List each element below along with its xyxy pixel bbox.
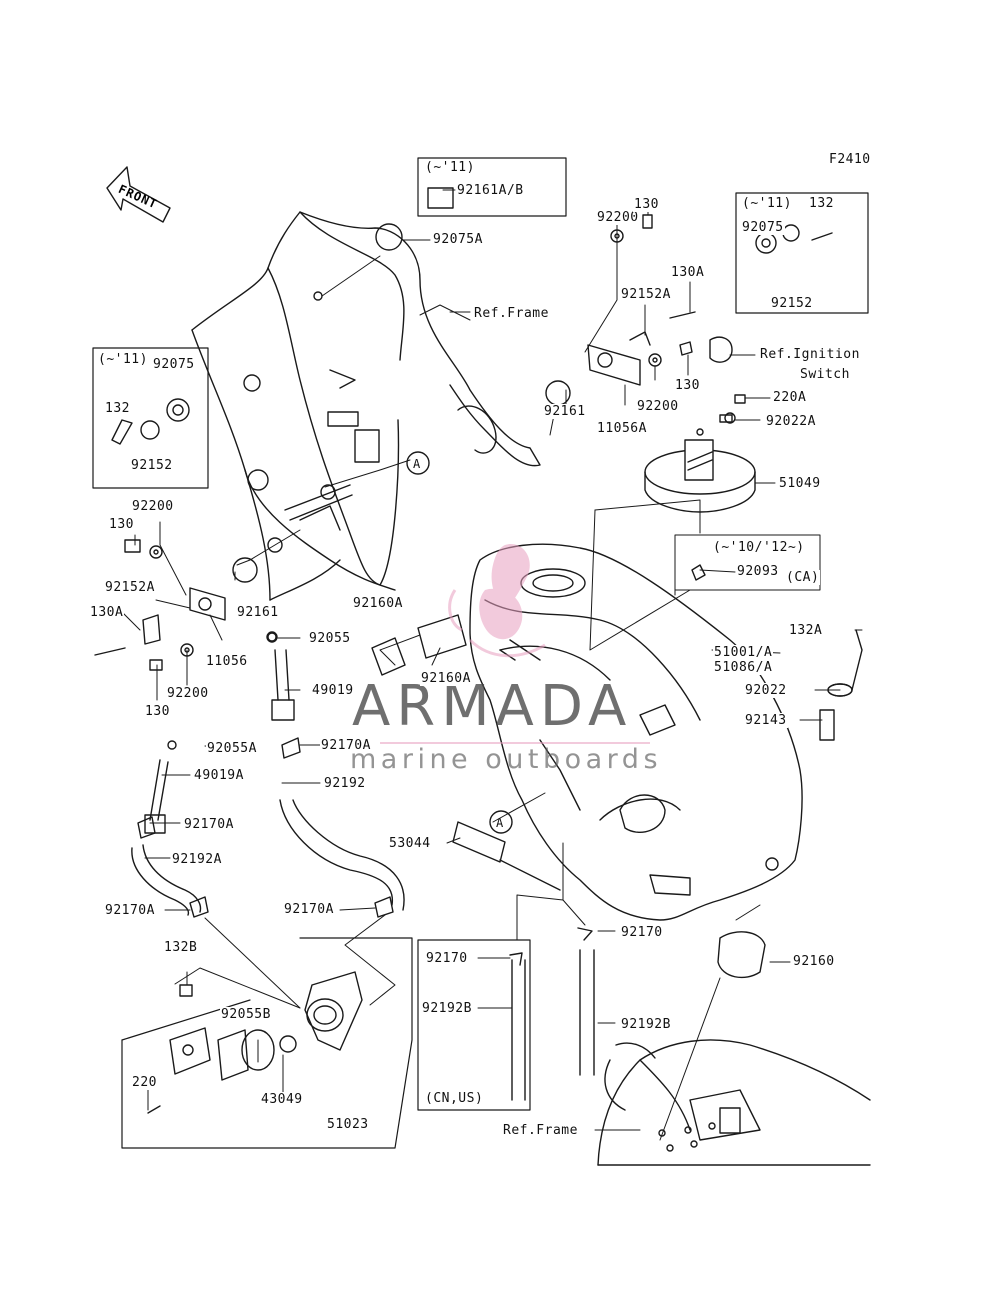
part-92170A-a: 92170A	[320, 738, 372, 753]
part-130A-a: 130A	[670, 265, 706, 280]
box-left-note: (~'11)	[97, 352, 149, 367]
callout-a-upper: A	[413, 457, 421, 471]
part-130A-b: 130A	[89, 605, 125, 620]
frame-lower	[597, 1039, 871, 1166]
ca-note: (CA)	[785, 570, 821, 585]
part-11056: 11056	[205, 654, 249, 669]
part-92192B-a: 92192B	[421, 1001, 473, 1016]
part-132B: 132B	[163, 940, 199, 955]
box-ca-note: (~'10/'12~)	[712, 540, 806, 555]
part-92170A-b: 92170A	[183, 817, 235, 832]
part-92075A: 92075A	[432, 232, 484, 247]
part-92161AB: 92161A/B	[456, 183, 525, 198]
part-51023: 51023	[326, 1117, 370, 1132]
part-130-c: 130	[108, 517, 135, 532]
watermark-subtitle: marine outboards	[350, 744, 663, 775]
ref-ignition: Ref.Ignition	[759, 347, 861, 362]
box-right-92152: 92152	[770, 296, 814, 311]
part-130-b: 130	[674, 378, 701, 393]
frame-upper	[191, 211, 541, 601]
fuel-hoses	[131, 799, 595, 1101]
part-92055A: 92055A	[206, 741, 258, 756]
part-92055B: 92055B	[220, 1007, 272, 1022]
part-92093: 92093	[736, 564, 780, 579]
part-49019: 49019	[311, 683, 355, 698]
part-220A: 220A	[772, 390, 808, 405]
part-220: 220	[131, 1075, 158, 1090]
part-92200-a: 92200	[596, 210, 640, 225]
part-49019A: 49019A	[193, 768, 245, 783]
part-92161-b: 92161	[236, 605, 280, 620]
note-cn-us: (CN,US)	[424, 1091, 485, 1106]
ref-switch: Switch	[799, 367, 851, 382]
hose-clamps	[137, 737, 593, 966]
leader-lines	[119, 189, 863, 1141]
part-92192B-b: 92192B	[620, 1017, 672, 1032]
part-92170-b: 92170	[620, 925, 664, 940]
callout-circles	[406, 451, 513, 834]
part-92022: 92022	[744, 683, 788, 698]
part-92161-a: 92161	[543, 404, 587, 419]
box-left-92075: 92075	[152, 357, 196, 372]
front-arrow-icon	[106, 166, 171, 223]
part-92022A: 92022A	[765, 414, 817, 429]
part-43049: 43049	[260, 1092, 304, 1107]
part-92160A-a: 92160A	[352, 596, 404, 611]
watermark-title: ARMADA	[352, 674, 633, 739]
figure-id: F2410	[828, 152, 872, 167]
part-132A: 132A	[788, 623, 824, 638]
ref-frame-bottom: Ref.Frame	[502, 1123, 579, 1138]
part-92160: 92160	[792, 954, 836, 969]
ref-frame-top: Ref.Frame	[473, 306, 550, 321]
part-130-a: 130	[633, 197, 660, 212]
part-92192: 92192	[323, 776, 367, 791]
fuel-cap	[644, 428, 756, 513]
part-92200-d: 92200	[166, 686, 210, 701]
bolts	[94, 214, 863, 997]
watermark-logo	[380, 544, 650, 744]
box-right-132: 132	[808, 196, 835, 211]
part-92200-c: 92200	[131, 499, 175, 514]
box-left-132: 132	[104, 401, 131, 416]
part-92160A-b: 92160A	[420, 671, 472, 686]
part-51086A: 51086/A	[713, 660, 774, 675]
part-130-d: 130	[144, 704, 171, 719]
callout-a-lower: A	[496, 816, 504, 830]
part-51049: 51049	[778, 476, 822, 491]
part-92152A-a: 92152A	[620, 287, 672, 302]
box-left-92152: 92152	[130, 458, 174, 473]
part-92055: 92055	[308, 631, 352, 646]
fuel-cock	[147, 971, 363, 1114]
part-92170A-d: 92170A	[283, 902, 335, 917]
part-92143: 92143	[744, 713, 788, 728]
part-92200-b: 92200	[636, 399, 680, 414]
box-right-92075: 92075	[741, 220, 785, 235]
part-92152A-b: 92152A	[104, 580, 156, 595]
part-92192A: 92192A	[171, 852, 223, 867]
grommets-small	[140, 224, 800, 440]
part-53044: 53044	[388, 836, 432, 851]
note-boxes	[92, 157, 869, 1149]
fuel-valves	[144, 632, 295, 834]
box-right-note: (~'11)	[741, 196, 793, 211]
note-upto-11-top: (~'11)	[424, 160, 476, 175]
part-92170A-c: 92170A	[104, 903, 156, 918]
part-51001A: 51001/A	[713, 645, 774, 660]
part-92170-a: 92170	[425, 951, 469, 966]
part-11056A: 11056A	[596, 421, 648, 436]
